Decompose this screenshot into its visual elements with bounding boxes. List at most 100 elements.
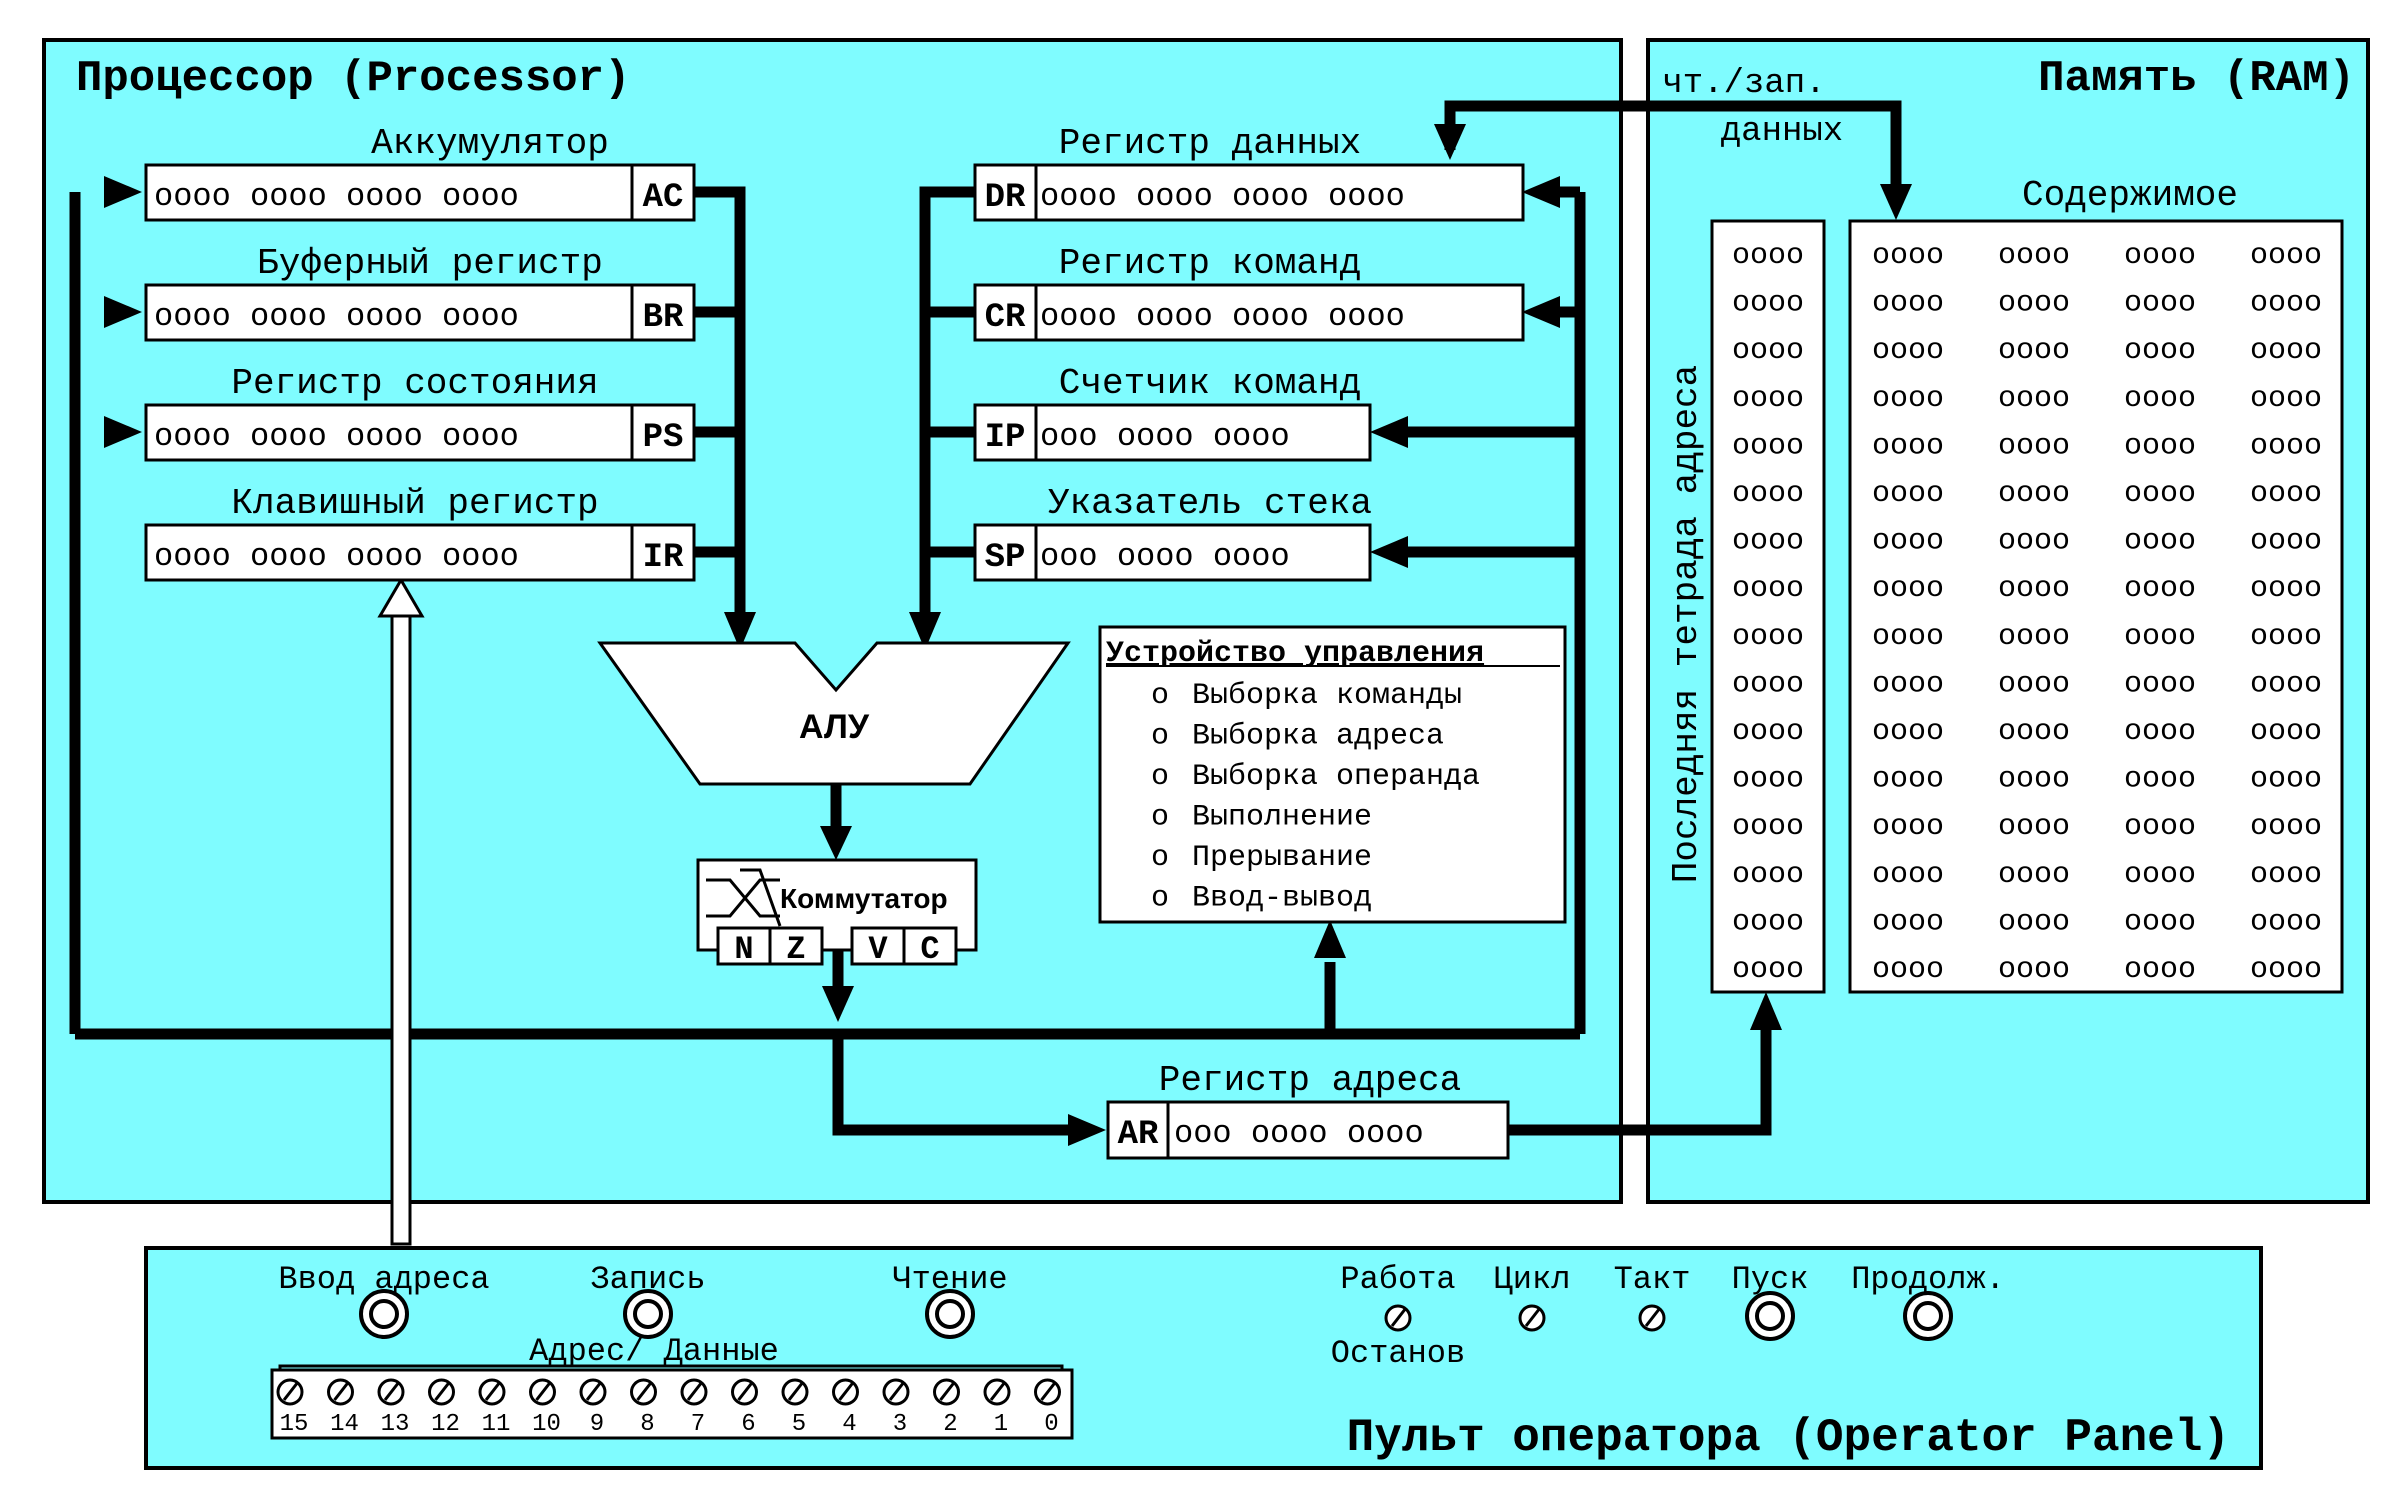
bit-switch-1[interactable] — [983, 1378, 1011, 1406]
bit-switch-2[interactable] — [933, 1378, 960, 1406]
alu-shape — [597, 641, 1071, 786]
tact-switch[interactable] — [1638, 1304, 1666, 1332]
memory-contents-label: Содержимое — [2022, 175, 2238, 216]
register-code: PS — [643, 419, 684, 457]
memory-data-cell: oooo — [1872, 667, 1944, 701]
register-box — [973, 283, 1525, 342]
register-br: Буферный регистр oooo oooo oooo oooo BR — [144, 243, 696, 342]
continue-button[interactable] — [1903, 1291, 1953, 1341]
register-ir: Клавишный регистр oooo oooo oooo oooo IR — [144, 483, 696, 582]
commutator: Коммутатор N Z V C — [696, 858, 978, 968]
memory-data-cell: oooo — [1872, 525, 1944, 559]
bit-number-label: 4 — [842, 1411, 856, 1438]
control-unit-bullet: o — [1151, 841, 1169, 875]
control-unit-item: Выборка адреса — [1192, 720, 1444, 754]
register-code: CR — [985, 299, 1026, 337]
register-label: Аккумулятор — [371, 123, 609, 164]
bit-switch-6[interactable] — [731, 1378, 758, 1406]
bit-switch-3[interactable] — [882, 1378, 910, 1406]
mode-label-cycle: Цикл — [1494, 1261, 1571, 1298]
register-code: IR — [643, 539, 684, 577]
memory-data-cell: oooo — [2250, 858, 2322, 892]
bit-switch-13[interactable] — [377, 1378, 405, 1406]
bit-switch-11[interactable] — [478, 1378, 506, 1406]
memory-data-cell: oooo — [1998, 334, 2070, 368]
memory-data-cell: oooo — [2124, 715, 2196, 749]
control-unit-item: Выборка команды — [1192, 679, 1462, 713]
memory-data-cell: oooo — [2250, 382, 2322, 416]
alu-label: АЛУ — [799, 708, 870, 746]
bit-switch-4[interactable] — [832, 1378, 859, 1406]
memory-data-cell: oooo — [1872, 287, 1944, 321]
memory-data-cell: oooo — [2124, 525, 2196, 559]
bit-number-label: 13 — [381, 1411, 410, 1438]
flag-v: V — [868, 931, 888, 968]
memory-title: Память (RAM) — [2038, 54, 2355, 104]
read-button[interactable] — [925, 1289, 975, 1339]
memory-data-cell: oooo — [1998, 429, 2070, 463]
control-unit-bullet: o — [1151, 882, 1169, 916]
bit-switch-5[interactable] — [781, 1378, 809, 1406]
memory: чт./зап. данных Содержимое Последняя тет… — [1662, 65, 2344, 994]
bit-switch-14[interactable] — [327, 1378, 354, 1406]
memory-data-cell: oooo — [1872, 477, 1944, 511]
memory-data-cell: oooo — [2124, 382, 2196, 416]
bit-number-label: 14 — [330, 1411, 359, 1438]
register-label: Регистр команд — [1059, 243, 1361, 284]
mode-label-stop: Останов — [1331, 1335, 1465, 1372]
bit-number-label: 12 — [431, 1411, 460, 1438]
memory-data-cell: oooo — [2124, 763, 2196, 797]
flag-z: Z — [786, 931, 805, 968]
bit-switch-15[interactable] — [276, 1378, 304, 1406]
write-button[interactable] — [623, 1289, 673, 1339]
cycle-switch[interactable] — [1518, 1304, 1546, 1332]
memory-data-cell: oooo — [1998, 477, 2070, 511]
memory-data-cell: oooo — [2250, 953, 2322, 987]
bit-switch-8[interactable] — [630, 1378, 657, 1406]
register-bits: ooo oooo oooo — [1040, 538, 1290, 575]
flag-n: N — [734, 931, 753, 968]
memory-address-cell: oooo — [1732, 715, 1804, 749]
register-box — [144, 283, 696, 342]
memory-contents-grid — [1848, 219, 2344, 994]
register-sp: Указатель стека SP ooo oooo oooo — [973, 483, 1372, 582]
register-code: IP — [985, 419, 1026, 457]
start-button[interactable] — [1745, 1291, 1795, 1341]
control-unit-item: Выборка операнда — [1192, 760, 1480, 794]
control-unit-bullet: o — [1151, 760, 1169, 794]
bit-switch-0[interactable] — [1034, 1378, 1061, 1406]
memory-address-cell: oooo — [1732, 810, 1804, 844]
memory-address-cell: oooo — [1732, 429, 1804, 463]
memory-address-cell: oooo — [1732, 382, 1804, 416]
switch-register-label: Адрес/ Данные — [529, 1333, 779, 1370]
bit-number-label: 8 — [640, 1411, 654, 1438]
register-label: Клавишный регистр — [231, 483, 598, 524]
memory-address-cell: oooo — [1732, 667, 1804, 701]
run-stop-switch[interactable] — [1384, 1304, 1412, 1332]
memory-address-cell: oooo — [1732, 239, 1804, 273]
bit-number-label: 0 — [1044, 1411, 1058, 1438]
control-unit-items: o Выборка команды o Выборка адреса o Выборка … — [1151, 679, 1480, 916]
panel-to-ir-arrow — [377, 577, 425, 1246]
register-bits: ooo oooo oooo — [1040, 418, 1290, 455]
memory-data-cell: oooo — [1998, 572, 2070, 606]
register-bits: oooo oooo oooo oooo — [1040, 178, 1405, 215]
memory-data-cell: oooo — [1872, 572, 1944, 606]
register-code: AC — [643, 179, 684, 217]
address-input-button[interactable] — [359, 1289, 409, 1339]
mode-label-tact: Такт — [1614, 1261, 1691, 1298]
memory-data-cell: oooo — [1872, 763, 1944, 797]
bit-switch-12[interactable] — [428, 1378, 455, 1406]
register-ac: Аккумулятор oooo oooo oooo oooo AC — [144, 123, 696, 222]
bit-switch-7[interactable] — [680, 1378, 708, 1406]
memory-address-cell: oooo — [1732, 763, 1804, 797]
bit-switch-9[interactable] — [579, 1378, 607, 1406]
memory-address-cell: oooo — [1732, 525, 1804, 559]
bit-switch-10[interactable] — [529, 1378, 556, 1406]
memory-data-cell: oooo — [1998, 239, 2070, 273]
register-label: Регистр данных — [1059, 123, 1361, 164]
control-unit-bullet: o — [1151, 801, 1169, 835]
control-unit-box — [1098, 625, 1567, 924]
